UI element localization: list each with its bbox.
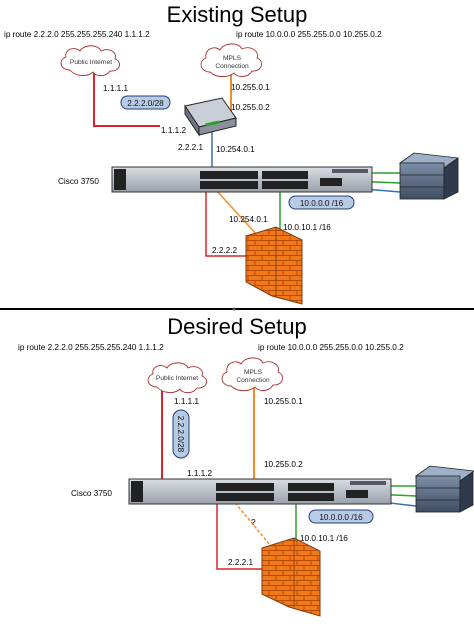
existing-router-icon: [184, 97, 237, 137]
existing-label-10010: 10.0.10.1 /16: [283, 223, 331, 232]
desired-label-10010: 10.0.10.1 /16: [300, 534, 348, 543]
divider-handle: [232, 307, 236, 311]
desired-public-subnet-label: 2.2.2.0/28: [176, 416, 185, 453]
desired-switch-label: Cisco 3750: [71, 489, 112, 498]
desired-label-2221: 2.2.2.1: [228, 558, 253, 567]
existing-switch-label: Cisco 3750: [58, 177, 99, 186]
existing-lan-subnet-pill: 10.0.0.0 /16: [288, 195, 355, 210]
desired-mpls-cloud-label-2: Connection: [236, 377, 270, 384]
existing-title: Existing Setup: [167, 2, 308, 27]
existing-label-1111: 1.1.1.1: [103, 84, 128, 93]
desired-label-1111: 1.1.1.1: [174, 397, 199, 406]
existing-internet-cloud: Public Internet: [60, 45, 121, 77]
existing-firewall-outside-link: [205, 190, 246, 257]
desired-mpls-cloud: MPLS Connection: [221, 357, 284, 392]
desired-label-question: ?: [251, 518, 256, 527]
desired-label-1112: 1.1.1.2: [187, 469, 212, 478]
desired-public-subnet-pill: 2.2.2.0/28: [172, 409, 190, 459]
desired-server-icon: [414, 465, 474, 513]
desired-mpls-cloud-label-1: MPLS: [244, 369, 263, 376]
existing-label-10254-01-router: 10.254.0.1: [216, 145, 255, 154]
existing-server-icon: [398, 152, 460, 200]
desired-label-10255-01: 10.255.0.1: [264, 397, 303, 406]
desired-switch-icon: [128, 478, 392, 505]
desired-route-right: ip route 10.0.0.0 255.255.0.0 10.255.0.2: [258, 343, 404, 352]
existing-label-1112: 1.1.1.2: [161, 126, 186, 135]
existing-label-2221: 2.2.2.1: [178, 143, 203, 152]
desired-title: Desired Setup: [167, 314, 306, 339]
existing-mpls-cloud-label-2: Connection: [215, 63, 249, 70]
existing-route-right: ip route 10.0.0.0 255.255.0.0 10.255.0.2: [236, 30, 382, 39]
existing-public-subnet-label: 2.2.2.0/28: [127, 99, 164, 108]
desired-route-left: ip route 2.2.2.0 255.255.255.240 1.1.1.2: [18, 343, 164, 352]
existing-route-left: ip route 2.2.2.0 255.255.255.240 1.1.1.2: [4, 30, 150, 39]
existing-firewall-inside-link: [215, 189, 259, 237]
desired-firewall-icon: [261, 537, 321, 617]
desired-firewall-outside-link: [216, 499, 262, 570]
desired-lan-subnet-pill: 10.0.0.0 /16: [308, 509, 374, 524]
existing-public-subnet-pill: 2.2.2.0/28: [120, 95, 171, 110]
desired-lan-subnet-label: 10.0.0.0 /16: [319, 513, 363, 522]
existing-switch-icon: [111, 166, 373, 193]
existing-label-2222: 2.2.2.2: [212, 246, 237, 255]
desired-label-10255-02: 10.255.0.2: [264, 460, 303, 469]
existing-mpls-cloud-label-1: MPLS: [223, 55, 242, 62]
desired-internet-cloud-label: Public Internet: [156, 375, 198, 382]
existing-setup: Existing Setup ip route 2.2.2.0 255.255.…: [4, 2, 460, 305]
existing-firewall-icon: [245, 226, 303, 305]
desired-internet-cloud: Public Internet: [147, 362, 208, 394]
existing-internet-link: [93, 68, 160, 127]
existing-internet-cloud-label: Public Internet: [70, 59, 112, 66]
existing-label-10255-02: 10.255.0.2: [231, 103, 270, 112]
existing-mpls-cloud: MPLS Connection: [200, 43, 263, 78]
existing-label-10255-01: 10.255.0.1: [231, 83, 270, 92]
existing-label-10254-01-firewall: 10.254.0.1: [229, 215, 268, 224]
existing-lan-subnet-label: 10.0.0.0 /16: [300, 199, 344, 208]
desired-setup: Desired Setup ip route 2.2.2.0 255.255.2…: [18, 314, 474, 617]
